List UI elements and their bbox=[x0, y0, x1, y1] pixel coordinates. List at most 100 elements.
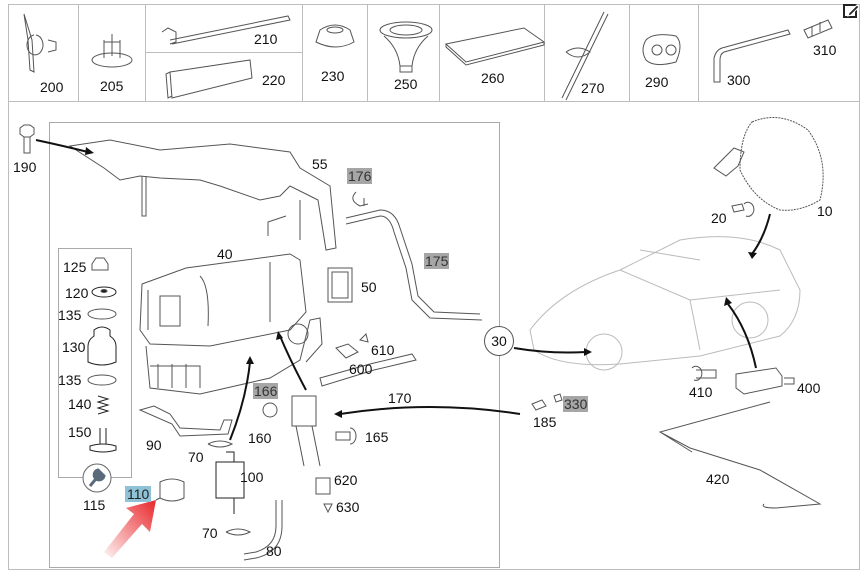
part-90-drawing bbox=[138, 405, 233, 437]
part-166-drawing bbox=[262, 402, 278, 418]
part-600-drawing bbox=[335, 343, 359, 359]
part-label-50[interactable]: 50 bbox=[361, 279, 377, 295]
arrow-400 bbox=[727, 303, 757, 369]
part-label-110[interactable]: 110 bbox=[125, 486, 152, 502]
part-label-290[interactable]: 290 bbox=[645, 74, 669, 90]
part-135b-drawing bbox=[87, 374, 117, 386]
arrow-70a bbox=[229, 361, 251, 441]
part-label-125[interactable]: 125 bbox=[63, 259, 87, 275]
part-label-135-upper[interactable]: 135 bbox=[58, 307, 82, 323]
part-10-drawing bbox=[739, 117, 824, 211]
part-label-90[interactable]: 90 bbox=[146, 437, 162, 453]
part-label-260[interactable]: 260 bbox=[481, 70, 505, 86]
part-100-drawing bbox=[215, 451, 245, 514]
part-185-drawing bbox=[531, 399, 547, 411]
part-110-drawing bbox=[155, 478, 185, 502]
part-label-250[interactable]: 250 bbox=[394, 76, 418, 92]
part-label-70-upper[interactable]: 70 bbox=[188, 449, 204, 465]
part-50-drawing bbox=[327, 267, 353, 303]
part-label-40[interactable]: 40 bbox=[217, 246, 233, 262]
part-label-420[interactable]: 420 bbox=[706, 471, 730, 487]
part-label-115[interactable]: 115 bbox=[83, 497, 106, 513]
part-label-410[interactable]: 410 bbox=[689, 384, 713, 400]
cell-230 bbox=[303, 4, 368, 102]
part-630-drawing bbox=[323, 503, 333, 514]
part-190-drawing bbox=[19, 124, 35, 154]
arrow-185 bbox=[339, 406, 521, 415]
part-label-600[interactable]: 600 bbox=[349, 361, 373, 377]
part-label-610[interactable]: 610 bbox=[371, 342, 395, 358]
part-label-120[interactable]: 120 bbox=[65, 285, 89, 301]
cell-270 bbox=[545, 4, 630, 102]
part-label-300[interactable]: 300 bbox=[727, 72, 751, 88]
cell-250 bbox=[368, 4, 440, 102]
part-170-drawing bbox=[319, 353, 417, 387]
part-label-210[interactable]: 210 bbox=[254, 31, 278, 47]
part-20-drawing bbox=[731, 201, 755, 217]
part-label-100[interactable]: 100 bbox=[240, 469, 264, 485]
part-310-drawing bbox=[803, 19, 833, 39]
part-70b-drawing bbox=[225, 528, 252, 536]
part-260-drawing bbox=[444, 27, 546, 66]
part-220-drawing bbox=[165, 59, 253, 99]
part-label-170[interactable]: 170 bbox=[388, 390, 412, 406]
part-label-10[interactable]: 10 bbox=[817, 203, 833, 219]
part-330-drawing bbox=[553, 393, 563, 403]
part-label-150[interactable]: 150 bbox=[68, 424, 92, 440]
arrow-190 bbox=[35, 139, 89, 153]
part-210-drawing bbox=[161, 15, 291, 45]
part-label-140[interactable]: 140 bbox=[68, 396, 92, 412]
cell-210-220 bbox=[146, 4, 303, 102]
part-620-drawing bbox=[315, 477, 331, 495]
part-label-230[interactable]: 230 bbox=[321, 68, 345, 84]
part-300-drawing bbox=[713, 29, 791, 83]
cell-205 bbox=[79, 4, 146, 102]
part-135a-drawing bbox=[87, 308, 117, 320]
part-290-drawing bbox=[642, 34, 681, 66]
part-175-drawing bbox=[345, 209, 483, 321]
part-label-80[interactable]: 80 bbox=[266, 543, 282, 559]
cell-290 bbox=[630, 4, 699, 102]
edit-icon[interactable] bbox=[843, 3, 860, 19]
part-label-205[interactable]: 205 bbox=[100, 78, 124, 94]
cell-260 bbox=[440, 4, 545, 102]
part-610-drawing bbox=[359, 333, 369, 343]
part-label-70-lower[interactable]: 70 bbox=[202, 525, 218, 541]
part-140-drawing bbox=[96, 395, 110, 415]
part-label-200[interactable]: 200 bbox=[40, 79, 64, 95]
part-55-drawing bbox=[68, 139, 337, 251]
part-label-176[interactable]: 176 bbox=[347, 168, 373, 184]
part-label-135-lower[interactable]: 135 bbox=[58, 372, 82, 388]
part-120-drawing bbox=[91, 286, 117, 298]
part-label-130[interactable]: 130 bbox=[62, 339, 86, 355]
red-pointer-arrow bbox=[104, 500, 156, 558]
part-label-30[interactable]: 30 bbox=[484, 326, 514, 356]
part-label-620[interactable]: 620 bbox=[334, 472, 358, 488]
arrow-30 bbox=[513, 347, 587, 354]
part-label-185[interactable]: 185 bbox=[533, 414, 557, 430]
part-label-165[interactable]: 165 bbox=[365, 429, 389, 445]
part-270-drawing bbox=[561, 11, 609, 101]
part-400-drawing bbox=[735, 367, 795, 395]
part-label-55[interactable]: 55 bbox=[312, 156, 328, 172]
arrow-heads bbox=[85, 147, 757, 418]
part-label-330[interactable]: 330 bbox=[563, 396, 589, 412]
part-label-160[interactable]: 160 bbox=[248, 430, 272, 446]
part-label-166[interactable]: 166 bbox=[253, 383, 279, 399]
part-label-630[interactable]: 630 bbox=[336, 499, 360, 515]
part-label-20[interactable]: 20 bbox=[711, 210, 727, 226]
callout-arrows bbox=[35, 139, 771, 441]
part-70a-drawing bbox=[207, 440, 234, 448]
cell-200 bbox=[8, 4, 79, 102]
part-label-310[interactable]: 310 bbox=[813, 42, 837, 58]
part-label-400[interactable]: 400 bbox=[797, 380, 821, 396]
part-label-190[interactable]: 190 bbox=[13, 159, 37, 175]
part-130-drawing bbox=[87, 326, 117, 366]
part-label-270[interactable]: 270 bbox=[581, 80, 605, 96]
vehicle-outline-drawing bbox=[529, 236, 801, 371]
part-label-175[interactable]: 175 bbox=[424, 253, 450, 269]
part-40-drawing bbox=[139, 253, 307, 347]
part-150-drawing bbox=[89, 428, 117, 453]
part-label-220[interactable]: 220 bbox=[262, 72, 286, 88]
